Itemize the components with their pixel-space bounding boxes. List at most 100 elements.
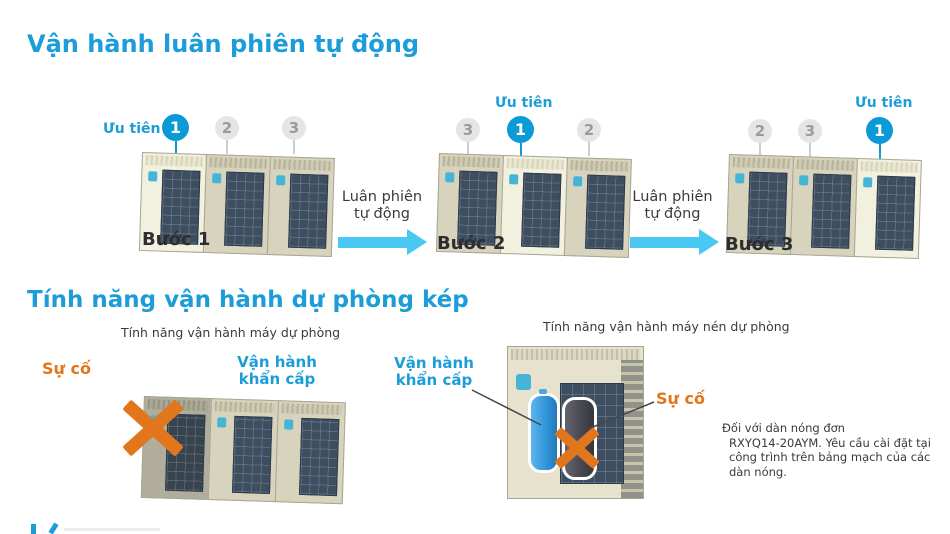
step1-group: Ưu tiên 1 2 3 Bước 1 [100, 112, 345, 262]
unit-vent [796, 159, 854, 171]
install-note: Đối với dàn nóng đơn RXYQ14-20AYM. Yêu c… [722, 421, 934, 479]
outdoor-unit [207, 398, 279, 503]
section1-title: Vận hành luân phiên tự động [27, 30, 420, 58]
daikin-logo-icon [148, 171, 158, 182]
failure-x-icon [555, 425, 599, 471]
badge-number: 1 [169, 118, 182, 137]
daikin-logo-icon [212, 173, 222, 184]
unit-vent [145, 155, 203, 167]
daikin-logo-icon [735, 173, 745, 184]
failure-x-icon [123, 400, 183, 455]
unit-grille [224, 171, 265, 247]
outdoor-unit [274, 400, 346, 505]
cut-off-text-fragment [31, 524, 36, 534]
priority-badge-1: 1 [866, 117, 893, 144]
unit-grille [288, 173, 329, 249]
daikin-logo-icon [276, 175, 286, 186]
failure-label: Sự cố [42, 359, 91, 378]
outdoor-unit [563, 156, 632, 258]
note-line: RXYQ14-20AYM. Yêu cầu cài đặt tại [729, 435, 931, 450]
arrow-head [699, 229, 719, 255]
arrow-label-line1: Luân phiên [632, 189, 713, 205]
badge-number: 3 [288, 119, 300, 137]
unit-vent [511, 349, 640, 360]
cut-off-divider [64, 528, 160, 531]
badge-number: 2 [754, 122, 766, 140]
note-line: dàn nóng. [729, 464, 787, 479]
flow-arrow-icon [630, 229, 720, 255]
note-line: công trình trên bảng mạch của các [729, 450, 931, 465]
priority-badge-3: 3 [456, 118, 480, 142]
arrow-label-line1: Luân phiên [341, 189, 423, 205]
unit-vent [214, 401, 275, 414]
priority-label: Ưu tiên [855, 95, 913, 111]
daikin-logo-icon [445, 172, 455, 183]
flow-arrow-icon [338, 229, 428, 255]
backup-unit-subtitle: Tính năng vận hành máy dự phòng [121, 325, 341, 340]
unit-vent [442, 156, 500, 168]
badge-number: 3 [462, 121, 474, 139]
unit-grille [875, 175, 916, 251]
failure-label: Sự cố [656, 389, 705, 408]
priority-badge-2: 2 [748, 119, 772, 143]
priority-badge-1: 1 [162, 114, 189, 141]
outdoor-unit-priority [853, 157, 922, 259]
unit-grille [298, 417, 340, 497]
priority-badge-3: 3 [282, 116, 306, 140]
daikin-logo-icon [509, 174, 519, 185]
step1-label: Bước 1 [142, 229, 211, 250]
emergency-label-line2: khẩn cấp [238, 370, 316, 389]
rotation-arrow-label: Luân phiên tự động [630, 189, 715, 222]
arrow-label-line2: tự động [644, 205, 701, 222]
unit-grille [585, 174, 626, 250]
priority-badge-2: 2 [215, 116, 239, 140]
badge-number: 3 [804, 122, 816, 140]
unit-vent [860, 161, 918, 173]
badge-number: 2 [221, 119, 233, 137]
outdoor-unit-priority [499, 154, 568, 256]
emergency-label: Vận hành khẩn cấp [232, 353, 322, 389]
note-line: Đối với dàn nóng đơn [722, 421, 845, 435]
unit-vent [506, 158, 564, 170]
step3-label: Bước 3 [725, 234, 794, 255]
step2-label: Bước 2 [437, 233, 506, 254]
cut-off-text-fragment [48, 522, 59, 534]
unit-vent [570, 160, 628, 172]
emergency-label-line1: Vận hành [237, 353, 317, 371]
backup-compressor-subtitle: Tính năng vận hành máy nén dự phòng [543, 319, 790, 334]
emergency-label-line1: Vận hành [394, 354, 474, 372]
daikin-logo-icon [573, 176, 583, 187]
unit-grille [521, 172, 562, 248]
daikin-logo-icon [516, 374, 531, 390]
outdoor-unit [266, 155, 335, 257]
daikin-logo-icon [217, 417, 227, 428]
step3-group: Ưu tiên 2 3 1 Bước 3 [725, 95, 925, 260]
arrow-label-line2: tự động [354, 205, 410, 222]
outdoor-unit [202, 153, 271, 255]
daikin-logo-icon [284, 419, 294, 430]
unit-vent [281, 403, 342, 416]
unit-side-panel [621, 360, 643, 498]
unit-vent [732, 157, 790, 169]
arrow-head [407, 229, 427, 255]
priority-badge-2: 2 [577, 118, 601, 142]
emergency-label-line2: khẩn cấp [395, 371, 473, 390]
unit-vent [273, 159, 331, 171]
outdoor-unit [789, 155, 858, 257]
badge-number: 1 [873, 121, 886, 140]
daikin-logo-icon [799, 175, 809, 186]
arrow-shaft [338, 237, 407, 248]
priority-badge-1: 1 [507, 116, 534, 143]
unit-grille [232, 415, 273, 494]
daikin-logo-icon [863, 177, 873, 188]
emergency-label: Vận hành khẩn cấp [394, 354, 474, 390]
badge-number: 2 [583, 121, 595, 139]
arrow-shaft [630, 237, 699, 248]
compressor-unit [507, 346, 644, 499]
priority-badge-3: 3 [798, 119, 822, 143]
unit-vent [209, 157, 267, 169]
priority-label: Ưu tiên [495, 95, 553, 111]
rotation-arrow-label: Luân phiên tự động [338, 189, 426, 222]
priority-label: Ưu tiên [103, 121, 161, 137]
